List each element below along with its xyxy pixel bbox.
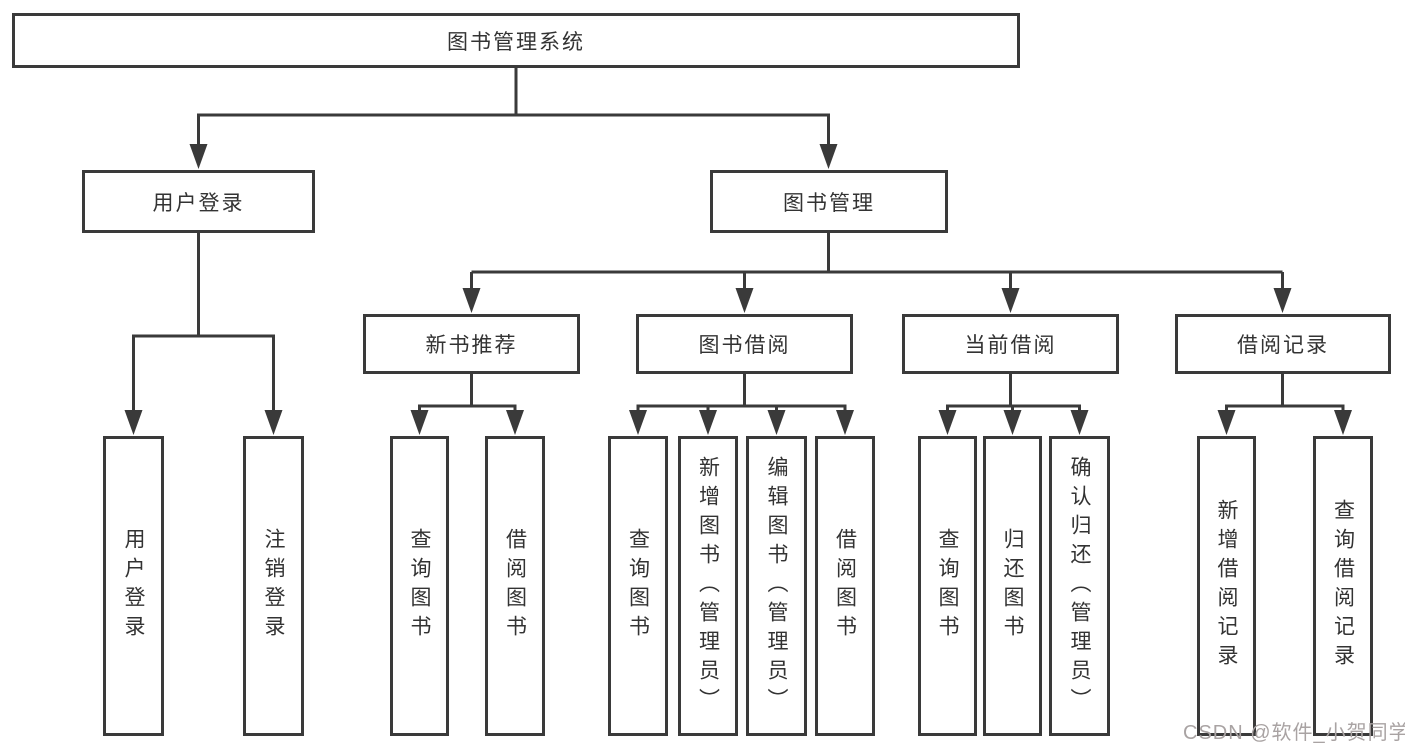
node-library-system-label: 图书管理系统	[447, 30, 585, 54]
node-book-management-label: 图书管理	[783, 191, 875, 215]
node-add-borrow-record-label: 新增借阅记录	[1215, 499, 1238, 673]
node-confirm-return-admin-label: 确认归还（管理员）	[1068, 455, 1091, 717]
node-user-login: 用户登录	[82, 170, 315, 233]
node-user-login-action-label: 用户登录	[122, 528, 145, 644]
node-book-borrowing-label: 图书借阅	[698, 334, 791, 357]
node-query-books-current: 查询图书	[918, 436, 977, 736]
node-book-borrowing: 图书借阅	[636, 314, 853, 374]
node-borrow-books-borrowing-label: 借阅图书	[833, 528, 857, 644]
node-return-books-label: 归还图书	[1001, 528, 1024, 644]
node-current-borrowing-label: 当前借阅	[964, 334, 1057, 357]
node-library-system: 图书管理系统	[12, 13, 1020, 68]
node-new-book-recommend-label: 新书推荐	[425, 334, 518, 357]
node-book-management: 图书管理	[710, 170, 948, 233]
node-query-books-borrowing: 查询图书	[608, 436, 668, 736]
node-add-book-admin: 新增图书（管理员）	[678, 436, 738, 736]
node-query-books-borrowing-label: 查询图书	[626, 528, 650, 644]
node-query-books-current-label: 查询图书	[936, 528, 959, 644]
node-user-login-label: 用户登录	[152, 191, 245, 215]
node-new-book-recommend: 新书推荐	[363, 314, 580, 374]
node-query-borrow-record-label: 查询借阅记录	[1331, 499, 1355, 673]
node-borrow-books-borrowing: 借阅图书	[815, 436, 875, 736]
node-borrow-records: 借阅记录	[1175, 314, 1391, 374]
node-confirm-return-admin: 确认归还（管理员）	[1049, 436, 1110, 736]
node-user-login-action: 用户登录	[103, 436, 164, 736]
node-query-books-recommend-label: 查询图书	[408, 528, 431, 644]
node-current-borrowing: 当前借阅	[902, 314, 1119, 374]
node-add-book-admin-label: 新增图书（管理员）	[696, 455, 720, 717]
node-borrow-books-recommend: 借阅图书	[485, 436, 545, 736]
node-edit-book-admin: 编辑图书（管理员）	[746, 436, 807, 736]
csdn-watermark: CSDN @软件_小贺同学	[1183, 722, 1405, 744]
node-edit-book-admin-label: 编辑图书（管理员）	[765, 455, 788, 717]
node-borrow-records-label: 借阅记录	[1237, 334, 1329, 357]
node-query-borrow-record: 查询借阅记录	[1313, 436, 1373, 736]
node-borrow-books-recommend-label: 借阅图书	[503, 528, 527, 644]
node-logout: 注销登录	[243, 436, 304, 736]
node-query-books-recommend: 查询图书	[390, 436, 449, 736]
node-return-books: 归还图书	[983, 436, 1042, 736]
node-add-borrow-record: 新增借阅记录	[1197, 436, 1256, 736]
node-logout-label: 注销登录	[262, 528, 285, 644]
